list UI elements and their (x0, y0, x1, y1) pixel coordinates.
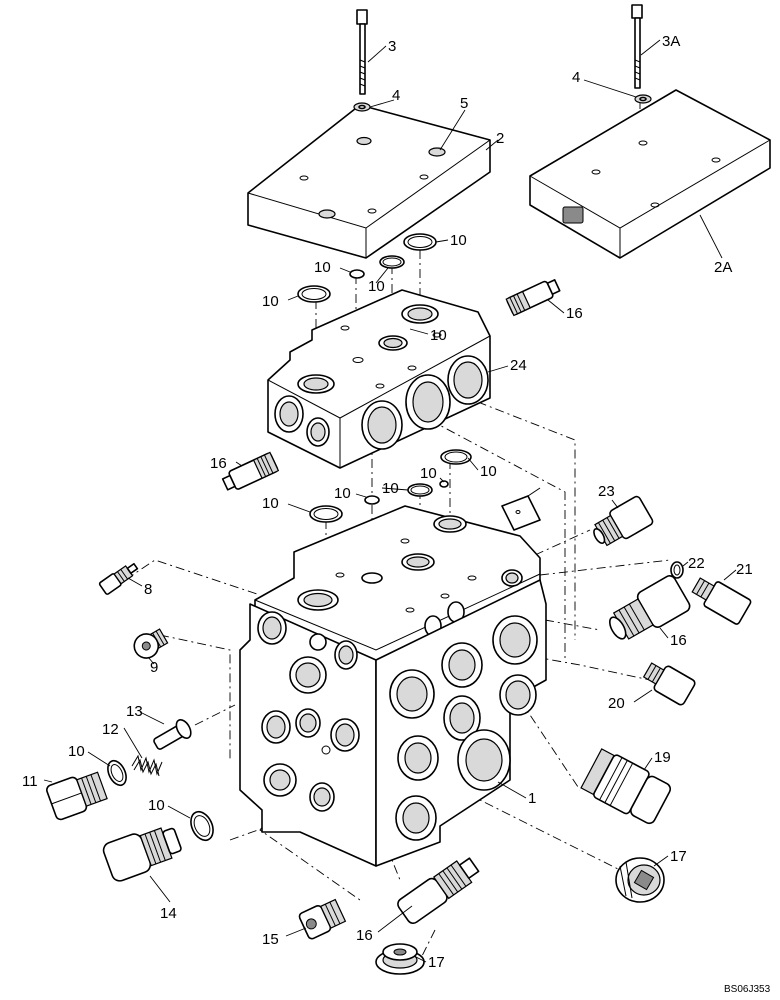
callout-4-left: 4 (392, 87, 400, 104)
spring-12 (131, 754, 163, 777)
plug-20 (642, 662, 696, 706)
leader-lines (43, 39, 737, 963)
callout-17-a: 17 (670, 848, 687, 865)
cartridge-valve-16-left (221, 451, 280, 491)
callout-10-b: 10 (314, 259, 331, 276)
callout-10-d: 10 (262, 293, 279, 310)
callout-10-g: 10 (480, 463, 497, 480)
callout-12: 12 (102, 721, 119, 738)
callout-20: 20 (608, 695, 625, 712)
callout-16-b: 16 (210, 455, 227, 472)
callout-14: 14 (160, 905, 177, 922)
callout-17-b: 17 (428, 954, 445, 971)
valve-19 (580, 748, 672, 825)
callout-10-e: 10 (430, 327, 447, 344)
bolt-3 (353, 9, 371, 112)
callout-3a: 3A (662, 33, 680, 50)
callout-4-right: 4 (572, 69, 580, 86)
cartridge-valve-16-upper (505, 279, 561, 317)
drawing-code: BS06J353 (724, 984, 771, 995)
poppet-13 (153, 719, 192, 750)
callout-labels: 3 3A 4 4 5 2 2A 10 10 10 10 10 16 24 16 … (22, 33, 753, 971)
callout-9: 9 (150, 659, 158, 676)
callout-21: 21 (736, 561, 753, 578)
callout-10-a: 10 (450, 232, 467, 249)
o-ring-10-lower (190, 810, 214, 842)
o-rings-middle (309, 449, 472, 523)
o-ring-22 (670, 561, 684, 579)
callout-2a: 2A (714, 259, 732, 276)
plug-21 (691, 577, 752, 625)
callout-23: 23 (598, 483, 615, 500)
callout-2: 2 (496, 130, 504, 147)
callout-5: 5 (460, 95, 468, 112)
cartridge-valve-16-lower (397, 857, 480, 925)
plug-9 (133, 628, 169, 659)
plug-17-bottom (375, 943, 425, 975)
bolt-3a (631, 4, 652, 104)
valve-section-24 (267, 289, 491, 469)
callout-10-l: 10 (148, 797, 165, 814)
callout-10-k: 10 (68, 743, 85, 760)
o-ring-10-left (107, 759, 127, 787)
callout-10-j: 10 (262, 495, 279, 512)
cover-plate-2a (529, 89, 771, 259)
o-rings-upper (297, 233, 437, 303)
plug-11 (46, 771, 108, 821)
callout-16-d: 16 (356, 927, 373, 944)
callout-1: 1 (528, 790, 536, 807)
callout-19: 19 (654, 749, 671, 766)
cartridge-valve-16-right (609, 575, 691, 640)
plug-17-right (615, 857, 665, 903)
callout-15: 15 (262, 931, 279, 948)
callout-13: 13 (126, 703, 143, 720)
callout-8: 8 (144, 581, 152, 598)
callout-3: 3 (388, 38, 396, 55)
valve-14 (102, 827, 182, 882)
callout-10-f: 10 (420, 465, 437, 482)
valve-23 (593, 495, 654, 547)
callout-16-c: 16 (670, 632, 687, 649)
callout-11: 11 (22, 773, 38, 790)
relief-valve-8 (98, 562, 139, 595)
callout-16-a: 16 (566, 305, 583, 322)
callout-10-h: 10 (334, 485, 351, 502)
main-valve-body-1 (239, 505, 547, 867)
callout-10-i: 10 (382, 480, 399, 497)
plug-15 (298, 898, 347, 940)
callout-24: 24 (510, 357, 527, 374)
callout-10-c: 10 (368, 278, 385, 295)
callout-22: 22 (688, 555, 705, 572)
identification-tag (501, 487, 541, 531)
